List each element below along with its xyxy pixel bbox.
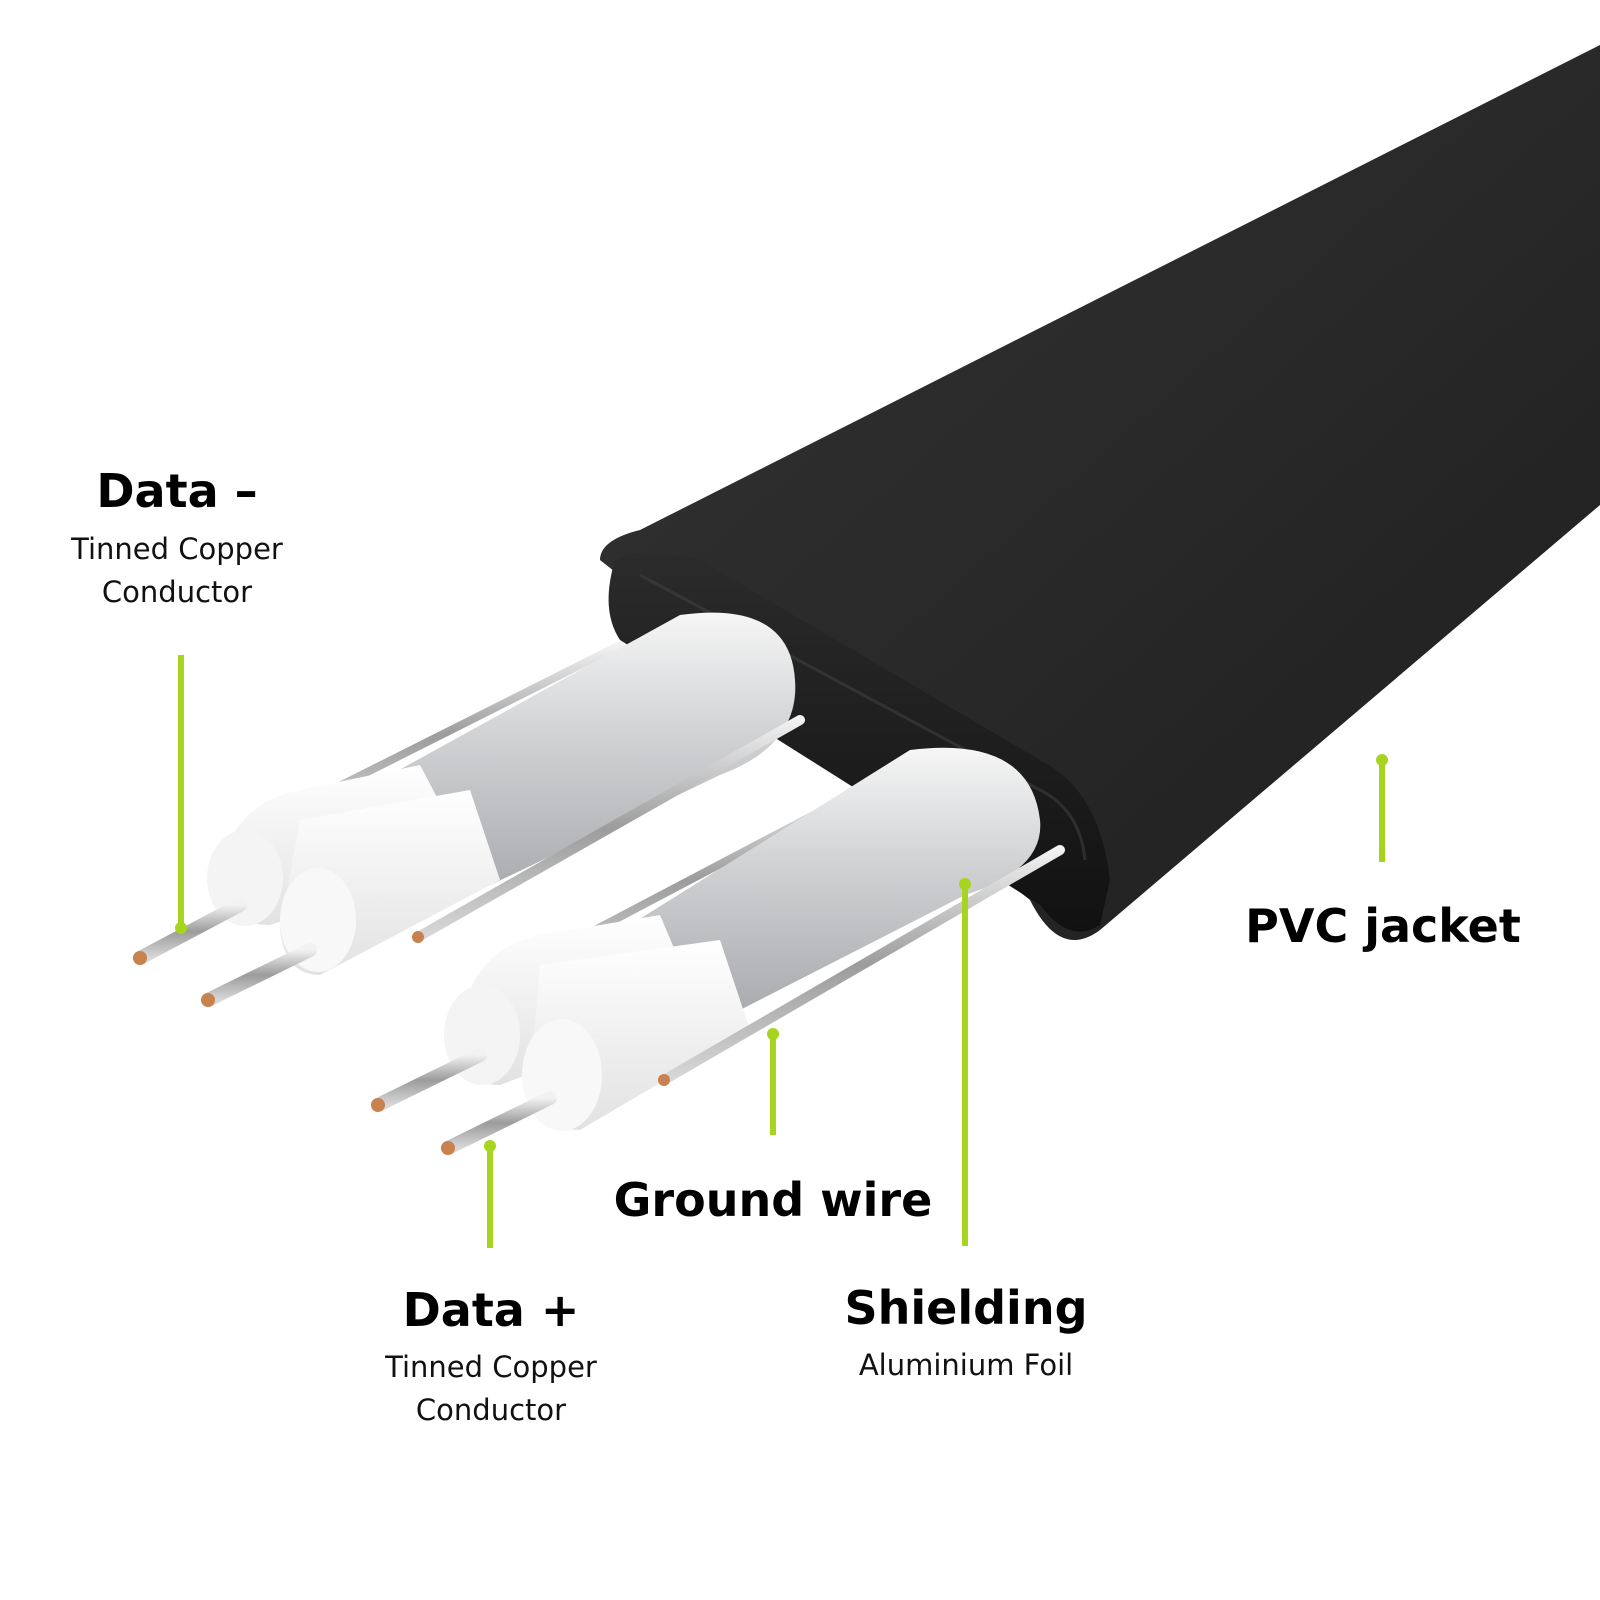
leader-dot-ground-wire [767, 1028, 779, 1040]
leader-dot-pvc-jacket [1376, 754, 1388, 766]
data-plus-title: Data + [402, 1283, 580, 1337]
leader-dot-data-minus [175, 922, 187, 934]
data-plus-sub-line1: Tinned Copper [385, 1350, 597, 1384]
pvc-jacket-shape [600, 45, 1600, 940]
shielding-sub-line1: Aluminium Foil [858, 1348, 1074, 1382]
leader-lines [175, 655, 1388, 1248]
upper-wire-pair [133, 612, 805, 1007]
data-minus-title: Data – [96, 464, 258, 518]
pvc-jacket-title: PVC jacket [1245, 899, 1521, 953]
ground-wire-title: Ground wire [613, 1173, 933, 1227]
data-plus-sub-line2: Conductor [415, 1393, 567, 1427]
leader-dot-data-plus [484, 1140, 496, 1152]
shielding-title: Shielding [844, 1281, 1088, 1335]
leader-dot-shielding [959, 878, 971, 890]
data-minus-sub-line1: Tinned Copper [71, 532, 283, 566]
lower-wire-pair [371, 747, 1065, 1155]
data-minus-sub-line2: Conductor [101, 575, 253, 609]
